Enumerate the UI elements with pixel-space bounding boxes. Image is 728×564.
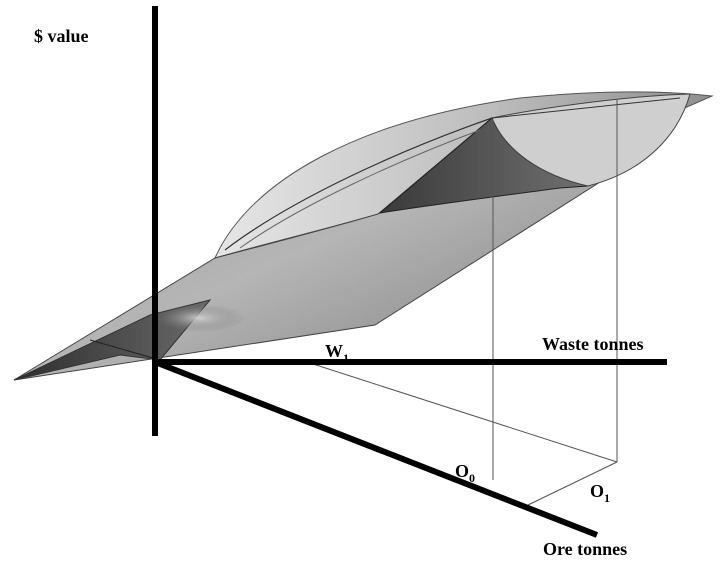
x-axis-label: Waste tonnes [542, 334, 644, 354]
y-axis-label: $ value [34, 26, 89, 46]
point-label-o1-base: O [590, 481, 604, 501]
point-label-w1: W1 [325, 341, 349, 365]
z-axis [153, 359, 599, 538]
guide-o1-base [527, 461, 618, 506]
surface-crease [491, 97, 681, 119]
guide-w1-diagonal [312, 363, 618, 463]
surface-ridge-line-2 [239, 129, 481, 249]
point-label-o0: O0 [455, 461, 475, 485]
point-label-o1: O1 [590, 481, 610, 505]
point-label-w1-base: W [325, 341, 343, 361]
point-label-o0-sub: 0 [469, 471, 475, 485]
surface-speckle [155, 304, 245, 332]
surface-right-trough [491, 93, 691, 187]
z-axis-label: Ore tonnes [543, 539, 627, 559]
surface-ridge-line [224, 117, 493, 251]
point-label-o0-base: O [455, 461, 469, 481]
point-label-o1-sub: 1 [604, 491, 610, 505]
surface-front-edge [89, 339, 161, 361]
point-label-w1-sub: 1 [343, 351, 349, 365]
